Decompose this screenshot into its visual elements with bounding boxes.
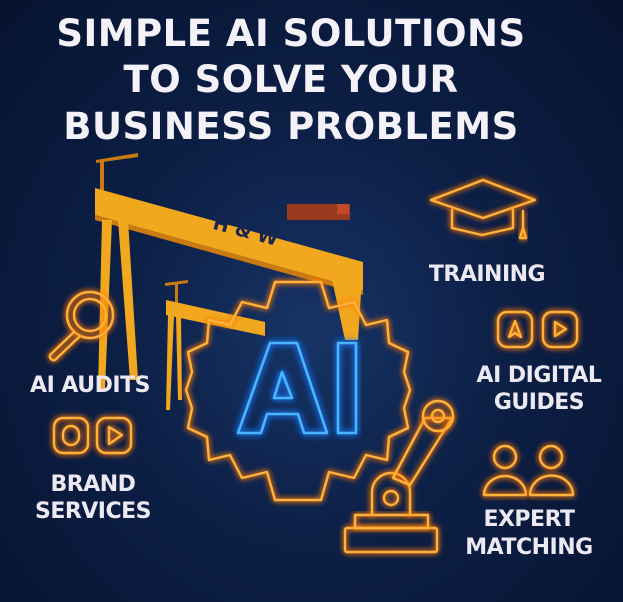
brand-services-item: BRAND SERVICES bbox=[35, 416, 152, 524]
title-line-1: SIMPLE AI SOLUTIONS bbox=[56, 12, 525, 55]
expert-matching-line-2: MATCHING bbox=[465, 535, 592, 560]
title-line-3: BUSINESS PROBLEMS bbox=[63, 105, 519, 148]
ai-digital-guides-item: AI DIGITAL GUIDES bbox=[477, 310, 602, 415]
crane-illustration: H & W bbox=[95, 153, 363, 410]
ai-neon-text: AI bbox=[236, 341, 358, 435]
media-buttons-icon bbox=[52, 416, 133, 455]
training-label: TRAINING bbox=[429, 262, 545, 287]
ai-audits-label: AI AUDITS bbox=[30, 373, 150, 398]
ai-digital-guides-line-1: AI DIGITAL bbox=[477, 363, 602, 388]
title-line-2: TO SOLVE YOUR bbox=[124, 58, 459, 101]
ai-digital-guides-line-2: GUIDES bbox=[494, 390, 584, 415]
expert-matching-line-1: EXPERT bbox=[483, 507, 575, 532]
app-icons bbox=[496, 310, 579, 349]
brand-services-line-1: BRAND bbox=[51, 472, 136, 497]
magnifier-icon bbox=[48, 290, 115, 362]
expert-matching-item: EXPERT MATCHING bbox=[465, 444, 593, 560]
graduation-cap-icon bbox=[429, 178, 537, 240]
training-item: TRAINING bbox=[429, 178, 546, 287]
brand-services-line-2: SERVICES bbox=[35, 499, 151, 524]
people-icon bbox=[482, 444, 575, 497]
robot-arm-icon bbox=[343, 399, 455, 554]
ai-audits-item: AI AUDITS bbox=[30, 290, 150, 398]
gear-icon bbox=[184, 280, 412, 502]
